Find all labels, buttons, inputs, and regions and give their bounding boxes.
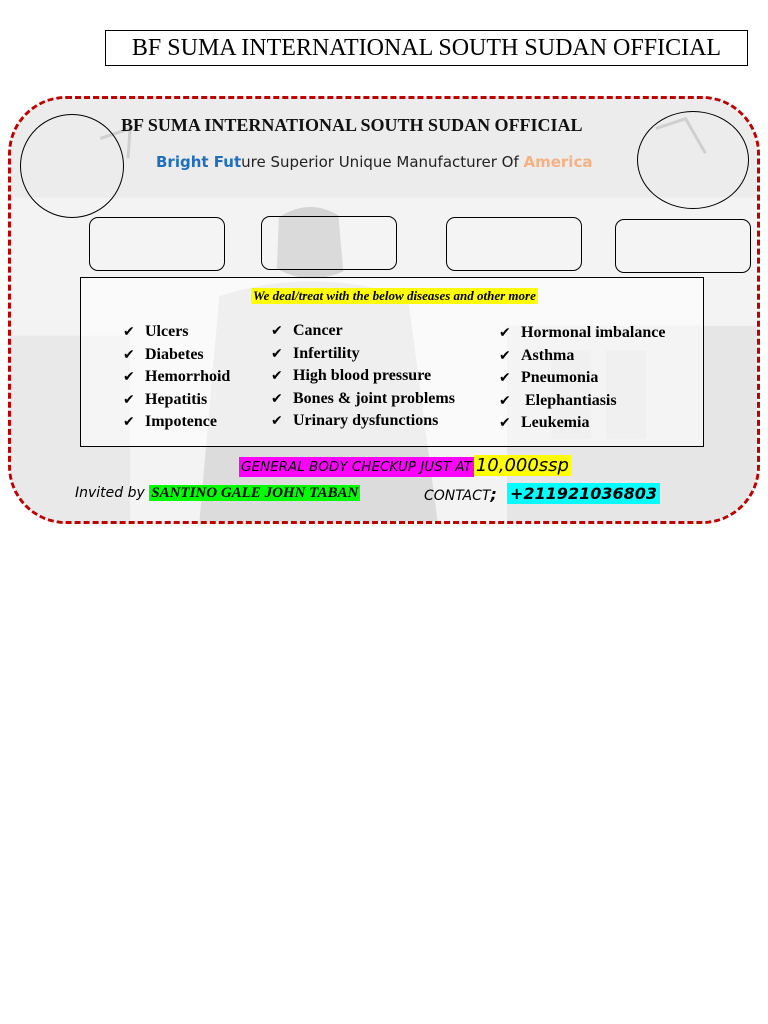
list-item: ✔Pneumonia — [499, 367, 665, 390]
photo-box-4 — [615, 219, 751, 273]
list-item: ✔Hepatitis — [123, 389, 230, 412]
invited-by: Invited by SANTINO GALE JOHN TABAN — [75, 485, 361, 502]
check-icon: ✔ — [499, 392, 511, 409]
list-item: ✔Asthma — [499, 345, 665, 368]
check-icon: ✔ — [499, 347, 511, 364]
list-item: ✔Ulcers — [123, 321, 230, 344]
contact-phone: +211921036803 — [507, 483, 660, 504]
photo-box-3 — [446, 217, 582, 271]
check-icon: ✔ — [123, 391, 135, 408]
diseases-box: We deal/treat with the below diseases an… — [80, 277, 704, 447]
document-title: BF SUMA INTERNATIONAL SOUTH SUDAN OFFICI… — [105, 30, 748, 66]
check-icon: ✔ — [271, 368, 283, 384]
check-icon: ✔ — [123, 324, 135, 340]
tagline-country: America — [523, 153, 593, 171]
tagline-body: ure Superior Unique Manufacturer Of — [241, 153, 524, 171]
list-item: ✔Leukemia — [499, 412, 665, 435]
list-item: ✔ Elephantiasis — [499, 390, 665, 413]
photo-box-1 — [89, 217, 225, 271]
list-item: ✔Hemorrhoid — [123, 366, 230, 389]
check-icon: ✔ — [123, 346, 135, 363]
check-icon: ✔ — [499, 370, 511, 386]
list-item: ✔Impotence — [123, 411, 230, 434]
check-icon: ✔ — [123, 369, 135, 385]
list-item: ✔Infertility — [271, 343, 455, 366]
invited-name: SANTINO GALE JOHN TABAN — [149, 485, 361, 501]
list-item: ✔Bones & joint problems — [271, 388, 455, 411]
disease-list-col-2: ✔Cancer ✔Infertility ✔High blood pressur… — [271, 320, 455, 433]
checkup-price: 10,000ssp — [473, 455, 571, 476]
list-item: ✔Hormonal imbalance — [499, 322, 665, 345]
list-item: ✔Cancer — [271, 320, 455, 343]
list-item: ✔Diabetes — [123, 344, 230, 367]
tagline: Bright Future Superior Unique Manufactur… — [156, 153, 592, 171]
list-item: ✔High blood pressure — [271, 365, 455, 388]
tagline-highlight: Bright Fut — [156, 153, 242, 171]
invited-label: Invited by — [75, 485, 150, 501]
check-icon: ✔ — [271, 390, 283, 407]
check-icon: ✔ — [271, 413, 283, 429]
checkup-label: GENERAL BODY CHECKUP JUST AT — [239, 457, 474, 477]
logo-circle-left — [20, 114, 124, 218]
flyer-card: BF SUMA INTERNATIONAL SOUTH SUDAN OFFICI… — [8, 96, 760, 524]
list-item: ✔Urinary dysfunctions — [271, 410, 455, 433]
check-icon: ✔ — [123, 414, 135, 430]
contact-separator: ; — [490, 485, 497, 504]
disease-list-col-3: ✔Hormonal imbalance ✔Asthma ✔Pneumonia ✔… — [499, 322, 665, 435]
contact-label-group: CONTACT; — [424, 485, 497, 504]
contact-label: CONTACT — [424, 488, 491, 504]
card-title: BF SUMA INTERNATIONAL SOUTH SUDAN OFFICI… — [121, 115, 583, 135]
check-icon: ✔ — [499, 325, 511, 341]
logo-circle-right — [637, 111, 749, 209]
photo-box-2 — [261, 216, 397, 270]
check-icon: ✔ — [271, 345, 283, 362]
check-icon: ✔ — [499, 415, 511, 431]
diseases-heading: We deal/treat with the below diseases an… — [251, 288, 538, 304]
check-icon: ✔ — [271, 323, 283, 339]
disease-list-col-1: ✔Ulcers ✔Diabetes ✔Hemorrhoid ✔Hepatitis… — [123, 321, 230, 434]
